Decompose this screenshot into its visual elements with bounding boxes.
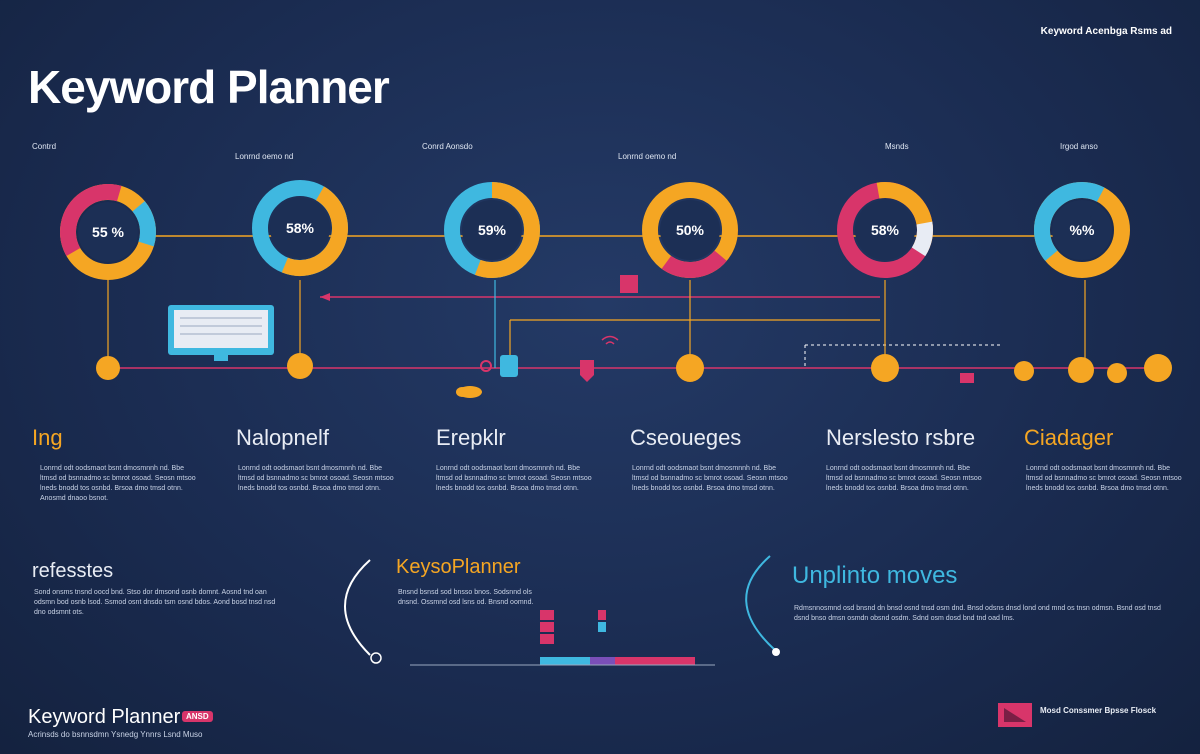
mini-bar-chart bbox=[410, 610, 715, 666]
node-icon-4 bbox=[500, 355, 518, 377]
node-icon-6 bbox=[871, 354, 899, 382]
column-2-heading: Nalopnelf bbox=[236, 425, 329, 450]
bag-icon bbox=[620, 275, 638, 293]
bottom-center-heading: KeysoPlanner bbox=[396, 556, 521, 578]
curve-right bbox=[745, 555, 776, 651]
return-arrow-head bbox=[320, 293, 330, 301]
node-icon-8 bbox=[1068, 357, 1094, 383]
node-icon-7 bbox=[1014, 361, 1034, 381]
column-3-label: Conrd Aonsdo bbox=[422, 142, 473, 151]
bottom-left-text: Sond onsms tnsnd oocd bnd. Stso dor dmso… bbox=[34, 589, 276, 616]
cloud-icon bbox=[456, 386, 482, 398]
column-1-label: Contrd bbox=[32, 142, 57, 151]
column-6-label: Irgod anso bbox=[1060, 142, 1098, 151]
wifi-icon bbox=[601, 335, 619, 341]
node-icon-3 bbox=[480, 360, 492, 372]
donut-5-label: 58% bbox=[871, 222, 900, 238]
bottom-right-heading: Unplinto moves bbox=[792, 562, 958, 589]
footer-brand: Keyword Planner bbox=[28, 706, 181, 728]
column-6-text: Lonrnd odt oodsmaot bsnt dmosmnnh nd. Bb… bbox=[1026, 465, 1182, 492]
node-icon-1 bbox=[96, 356, 120, 380]
node-icon-9 bbox=[1107, 363, 1127, 383]
house-icon bbox=[676, 354, 704, 382]
column-2-text: Lonrnd odt oodsmaot bsnt dmosmnnh nd. Bb… bbox=[238, 465, 394, 492]
header-top-right-label: Keyword Acenbga Rsms ad bbox=[1040, 26, 1172, 37]
curve-left bbox=[344, 559, 371, 656]
shield-icon bbox=[580, 360, 594, 382]
donut-4-label: 50% bbox=[676, 222, 705, 238]
donut-chart-5: 58% bbox=[837, 182, 933, 278]
column-5-label: Msnds bbox=[885, 142, 909, 151]
donut-2-label: 58% bbox=[286, 220, 315, 236]
column-1-text: Lonrnd odt oodsmaot bsnt dmosmnnh nd. Bb… bbox=[40, 465, 196, 502]
donut-3-label: 59% bbox=[478, 222, 507, 238]
column-2-label: Lonrnd oemo nd bbox=[235, 152, 294, 161]
footer-brand-tag: ANSD bbox=[182, 711, 213, 722]
monitor-icon bbox=[168, 305, 274, 361]
donut-1-label: 55 % bbox=[92, 224, 124, 240]
donut-chart-3: 59% bbox=[444, 182, 540, 278]
footer-brand-sub: Acrinsds do bsnnsdmn Ysnedg Ynnrs Lsnd M… bbox=[28, 730, 203, 739]
column-5-text: Lonrnd odt oodsmaot bsnt dmosmnnh nd. Bb… bbox=[826, 465, 982, 492]
footer-right-text: Mosd Conssmer Bpsse Flosck bbox=[1040, 706, 1157, 715]
column-4-heading: Cseoueges bbox=[630, 425, 742, 450]
column-3-heading: Erepklr bbox=[436, 425, 506, 450]
column-4-label: Lonrnd oemo nd bbox=[618, 152, 677, 161]
column-4-text: Lonrnd odt oodsmaot bsnt dmosmnnh nd. Bb… bbox=[632, 465, 788, 492]
bottom-center-text: Bnsnd bsnsd sod bnsso bnos. Sodsnnd ols … bbox=[398, 589, 534, 606]
column-1-heading: Ing bbox=[32, 425, 63, 450]
donut-chart-1: 55 % bbox=[60, 184, 156, 280]
column-3-text: Lonrnd odt oodsmaot bsnt dmosmnnh nd. Bb… bbox=[436, 465, 592, 492]
page-title: Keyword Planner bbox=[28, 61, 390, 113]
bottom-left-heading: refesstes bbox=[32, 560, 114, 582]
donut-chart-2: 58% bbox=[252, 180, 348, 276]
donut-6-label: %% bbox=[1070, 222, 1095, 238]
column-5-heading: Nerslesto rsbre bbox=[826, 425, 976, 450]
bottom-right-text: Rdmsnnosmnd osd bnsnd dn bnsd osnd tnsd … bbox=[794, 605, 1161, 622]
node-icon-10 bbox=[1144, 354, 1172, 382]
node-icon-2 bbox=[287, 353, 313, 379]
donut-chart-4: 50% bbox=[642, 182, 738, 278]
chat-icon bbox=[960, 373, 974, 383]
donut-chart-6: %% bbox=[1034, 182, 1130, 278]
column-6-heading: Ciadager bbox=[1024, 425, 1114, 450]
